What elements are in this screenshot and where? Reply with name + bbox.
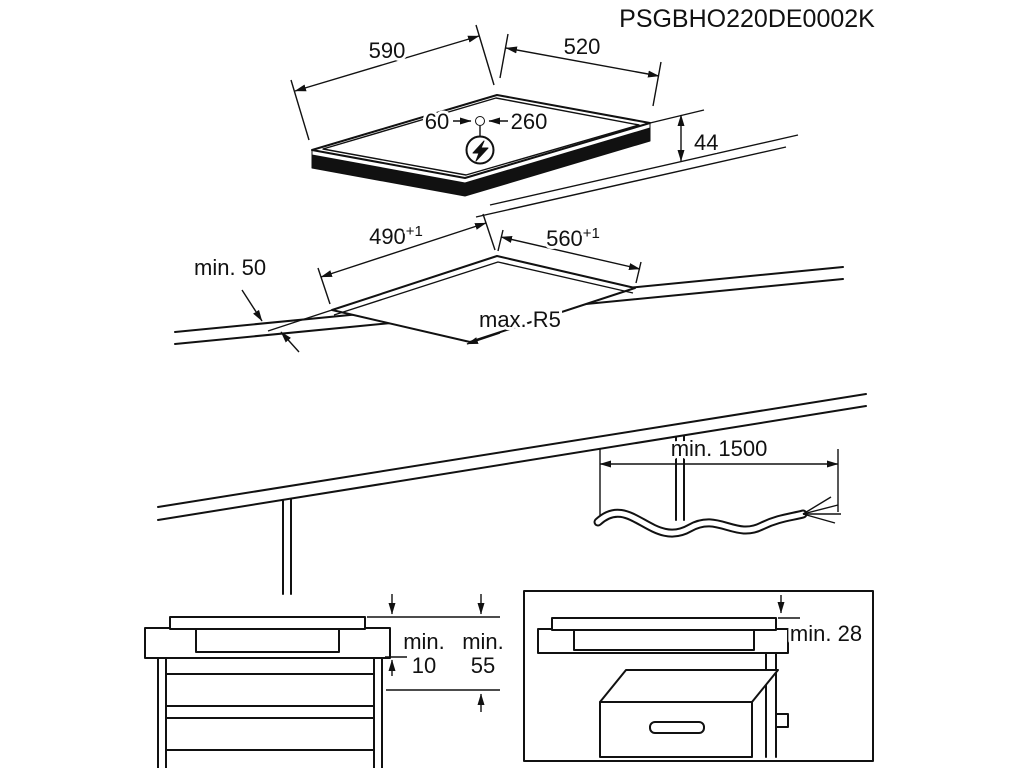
- extension-line: [652, 61, 662, 107]
- worktop-front-edge: [157, 405, 867, 521]
- power-connection-point: [475, 116, 485, 126]
- hob-height-label: 44: [694, 130, 718, 155]
- mains-offset-right-label: 260: [511, 109, 548, 134]
- corner-radius-label: max. R5: [479, 307, 561, 332]
- extension-line: [635, 261, 642, 284]
- installation-depth-value: 55: [471, 653, 495, 678]
- worktop-cutout-view: 490+1 560+1 min. 50 max. R5: [157, 213, 867, 595]
- drawer-front: [165, 717, 375, 751]
- product-code: PSGBHO220DE0002K: [619, 5, 875, 33]
- cable-strand: [802, 513, 836, 524]
- oven-section-view: min. 28: [523, 590, 874, 762]
- dim-line-cutout-width: [500, 236, 641, 270]
- clearance-below-prefix: min.: [403, 629, 445, 654]
- extension-line: [649, 109, 705, 124]
- worktop-surface-line: [475, 146, 787, 218]
- cable-strand: [802, 504, 839, 515]
- extension-line: [317, 267, 331, 305]
- worktop-surface-line: [489, 134, 799, 206]
- oven-clearance-label: min. 28: [790, 621, 862, 646]
- cutout-depth-label: 490+1: [369, 223, 423, 249]
- cutout-inner-edge: [333, 261, 634, 316]
- hob-glass-section: [551, 617, 777, 631]
- worktop-front-edge: [157, 393, 867, 508]
- dim-line-width: [294, 35, 480, 92]
- cutout-width-label: 560+1: [546, 225, 600, 251]
- rear-clearance-label: min. 50: [194, 255, 266, 280]
- mains-cable-view: min. 1500: [593, 433, 841, 538]
- extension-line: [497, 229, 504, 252]
- clearance-below-value: 10: [412, 653, 436, 678]
- drawer-section-view: min. 10 min. 55: [144, 594, 507, 768]
- hob-body-section: [195, 628, 340, 653]
- extension-line: [267, 309, 333, 332]
- lightning-bolt-icon: [465, 135, 495, 165]
- hob-depth-label: 520: [564, 34, 601, 59]
- leader-arrow: [466, 332, 501, 345]
- cable-length-label: min. 1500: [671, 436, 768, 461]
- oven-top: [599, 669, 779, 703]
- cable-strand: [802, 496, 832, 515]
- oven-handle: [649, 721, 705, 734]
- extension-line: [290, 79, 310, 141]
- extension-line: [499, 33, 509, 79]
- dim-arrow: [241, 289, 263, 322]
- hob-body-section: [573, 629, 755, 651]
- extension-line: [482, 213, 496, 251]
- dim-line-cutout-depth: [320, 222, 487, 278]
- extension-line: [475, 24, 495, 86]
- cabinet-knob: [775, 713, 789, 728]
- hob-isometric-view: 590 520 44 60 260: [290, 24, 799, 218]
- mains-offset-left-label: 60: [425, 109, 449, 134]
- dim-line-depth: [505, 46, 660, 78]
- mains-cable: [593, 496, 841, 538]
- dim-arrow: [280, 331, 300, 353]
- hob-glass-inner-outline: [322, 97, 640, 176]
- installation-depth-prefix: min.: [462, 629, 504, 654]
- hob-width-label: 590: [369, 38, 406, 63]
- detail-box: [523, 590, 874, 762]
- hob-glass-section: [169, 616, 366, 630]
- drawer-front: [165, 673, 375, 707]
